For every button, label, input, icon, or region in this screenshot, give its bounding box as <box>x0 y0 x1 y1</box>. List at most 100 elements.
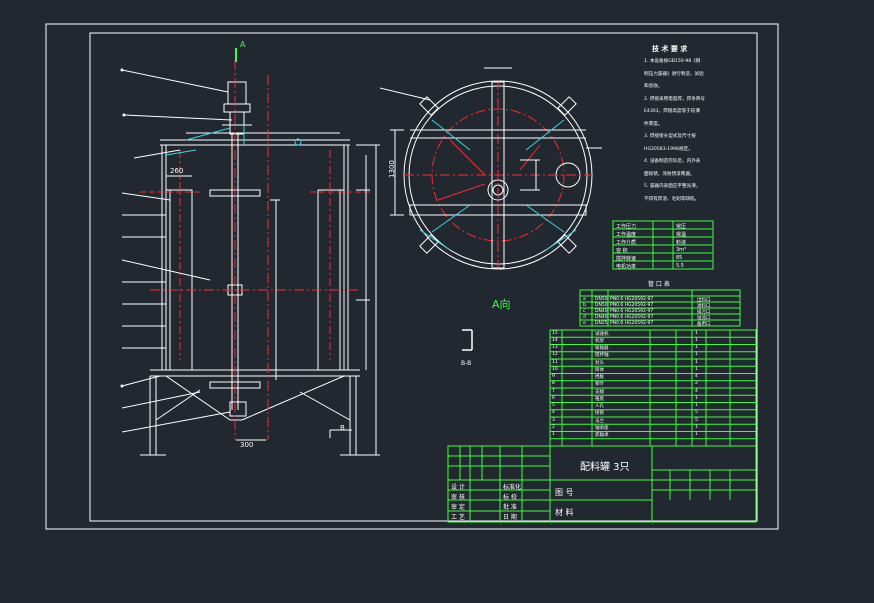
nozzle-table-cell: a <box>583 297 586 302</box>
view-label-top: A <box>240 40 246 49</box>
bom-cell-no: 2 <box>552 424 555 430</box>
nozzle-table <box>579 289 741 327</box>
bom-cell-name: 接管 <box>595 411 604 417</box>
bom-cell-no: 6 <box>552 395 555 401</box>
nozzle-table-cell: 溢流口 <box>697 316 711 321</box>
bom-cell-qty: 1 <box>695 352 698 358</box>
bom-cell-name: 锥底 <box>595 396 604 402</box>
nozzle-table-cell: PN0.6 HG20592-97 <box>610 321 654 326</box>
nozzle-table-cell: DN25 <box>595 321 608 326</box>
bom-cell-name: 法兰 <box>595 418 604 424</box>
bom-cell-no: 8 <box>552 381 555 387</box>
tech-table-cell: 3m³ <box>676 247 687 253</box>
bom-cell-no: 14 <box>552 337 558 343</box>
bom-cell-qty: 1 <box>695 432 698 437</box>
nozzle-table-cell: DN50 <box>595 297 608 302</box>
bom-cell-no: 9 <box>552 374 555 379</box>
tech-table-cell: 电机功率 <box>616 264 637 270</box>
top-view <box>379 67 602 270</box>
bom-cell-qty: 1 <box>695 330 698 336</box>
nozzle-table-cell: 排污口 <box>697 310 711 315</box>
bom-cell-qty: 4 <box>695 388 698 394</box>
bom-cell-name: 底轴承 <box>595 433 609 438</box>
bom-cell-qty: 1 <box>695 337 698 343</box>
title-block-role: 批 准 <box>503 504 517 511</box>
tech-table-cell: 常压 <box>676 224 687 230</box>
bom-cell-no: 10 <box>552 366 558 372</box>
tech-table-cell: 工作温度 <box>616 232 637 238</box>
tech-requirement-line: 制压力容器》进行制造、试验 <box>644 71 704 77</box>
bom-cell-qty: 1 <box>695 403 698 408</box>
bom-cell-name: 减速机 <box>595 331 609 337</box>
nozzle-table-cell: e <box>583 321 586 326</box>
title-block-role: 标 校 <box>503 494 517 501</box>
bom-cell-name: 轴承座 <box>595 425 609 431</box>
section-label-b: B <box>340 424 345 432</box>
tech-requirement-line: 1. 本设备按GB150-98《钢 <box>644 59 701 64</box>
nozzle-table-cell: DN50 <box>595 303 608 308</box>
nozzle-table-cell: d <box>583 315 586 320</box>
tech-requirement-line: 和验收。 <box>644 84 663 89</box>
tech-table-cell: 料液 <box>676 240 687 246</box>
tech-requirements-lines: 1. 本设备按GB150-98《钢制压力容器》进行制造、试验和验收。2. 焊接采… <box>644 56 724 206</box>
bom-cell-name: 搅拌轴 <box>595 353 609 359</box>
title-block-role: 工 艺 <box>451 514 465 521</box>
tech-table-cell: 搅拌转速 <box>616 256 637 262</box>
tech-requirement-line: 5. 容器内表面应平整光滑， <box>644 184 701 189</box>
bom-cell-qty: 2 <box>695 381 698 387</box>
tech-requirement-line: 3. 焊接接头型式及尺寸按 <box>644 134 696 139</box>
tech-table <box>612 220 714 270</box>
bom-cell-no: 13 <box>552 345 558 350</box>
tech-table-cell: 容 积 <box>616 248 628 254</box>
bom-cell-qty: 5 <box>695 410 698 416</box>
bom-cell-name: 人孔 <box>595 404 604 409</box>
bom-cell-no: 7 <box>552 388 555 394</box>
tech-requirements-title: 技 术 要 求 <box>652 45 688 53</box>
bom-cell-qty: 1 <box>695 424 698 430</box>
tech-requirement-line: 不得有焊渣、毛刺等缺陷。 <box>644 196 700 202</box>
front-view <box>120 48 380 456</box>
bom-cell-name: 桨叶 <box>595 382 604 388</box>
bom-cell-name: 联轴器 <box>595 346 609 351</box>
bom-cell-name: 挡板 <box>595 375 604 380</box>
title-block-role: 设 计 <box>451 484 465 491</box>
nozzle-table-cell: 出料口 <box>697 298 711 303</box>
bom-cell-name: 封头 <box>595 360 604 366</box>
drawing-material-label: 材 料 <box>555 508 574 517</box>
tech-table-cell: 工作压力 <box>616 224 637 230</box>
bom-cell-qty: 1 <box>695 395 698 401</box>
nozzle-table-cell: b <box>583 303 586 308</box>
title-block-role: 日 期 <box>503 514 517 521</box>
bom-cell-no: 15 <box>552 330 558 336</box>
section-symbol <box>462 329 473 351</box>
tech-table-cell: 常温 <box>676 232 687 238</box>
top-view-dim: 1300 <box>387 160 396 178</box>
nozzle-table-cell: 进料口 <box>697 304 711 309</box>
tech-requirement-line: HG20583-1998规定。 <box>644 146 693 152</box>
drawing-title: 配料罐 3只 <box>580 462 630 473</box>
title-block-role: 标准化 <box>503 484 522 491</box>
tech-requirement-line: 4. 设备制造完毕后，内外表 <box>644 159 701 164</box>
title-block-role: 审 定 <box>451 504 465 511</box>
bom-cell-no: 11 <box>552 359 558 365</box>
tech-requirements: 技 术 要 求 1. 本设备按GB150-98《钢制压力容器》进行制造、试验和验… <box>644 44 724 206</box>
bom-cell-qty: 1 <box>695 366 698 372</box>
tech-requirement-line: 件厚度。 <box>644 121 663 127</box>
bom-table <box>549 329 757 447</box>
tech-table-cell: 工作介质 <box>616 240 637 246</box>
title-block <box>447 445 757 523</box>
title-block-role: 审 核 <box>451 494 465 501</box>
sheet-border <box>45 23 779 530</box>
section-bb-label: B-B <box>461 360 472 367</box>
tech-requirement-line: 面除锈，涂防锈漆两遍。 <box>644 171 695 177</box>
bom-cell-qty: 4 <box>695 374 698 379</box>
bom-cell-name: 机架 <box>595 338 604 344</box>
nozzle-table-title: 管 口 表 <box>648 281 670 288</box>
drawing-code-label: 图 号 <box>555 488 574 497</box>
bom-cell-no: 12 <box>552 352 558 358</box>
nozzle-table-cell: DN40 <box>595 315 608 320</box>
top-view-title: A向 <box>492 298 511 311</box>
nozzle-table-cell: PN0.6 HG20592-97 <box>610 309 654 314</box>
bom-cell-no: 1 <box>552 432 555 437</box>
